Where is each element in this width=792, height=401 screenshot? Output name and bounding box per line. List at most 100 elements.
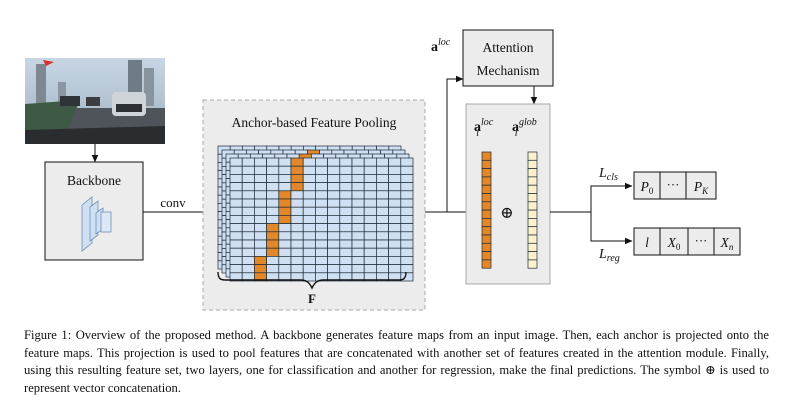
feature-cell xyxy=(388,198,402,208)
feature-cell xyxy=(290,264,304,274)
feature-cell xyxy=(327,198,341,208)
feature-cell xyxy=(351,182,365,192)
feature-cell xyxy=(266,215,280,224)
feature-cell xyxy=(388,264,402,274)
feature-cell xyxy=(376,157,389,167)
feature-cell xyxy=(363,198,377,208)
feature-cell xyxy=(302,231,316,241)
input-image xyxy=(25,58,165,144)
feature-cell xyxy=(229,264,243,274)
feature-cell xyxy=(327,182,341,192)
feature-cell xyxy=(339,174,353,183)
feature-cell xyxy=(327,174,341,183)
feature-cell xyxy=(241,198,255,208)
feature-cell xyxy=(241,239,255,249)
anchor-cell xyxy=(254,256,267,265)
feature-cell xyxy=(278,256,292,265)
feature-cell xyxy=(302,215,316,224)
feature-cell xyxy=(388,182,402,192)
feature-cell xyxy=(376,231,389,241)
feature-cell xyxy=(229,231,243,241)
feature-cell xyxy=(327,256,341,265)
global-vector-cell xyxy=(527,234,538,244)
figure-caption: Figure 1: Overview of the proposed metho… xyxy=(24,328,769,395)
feature-cell xyxy=(278,231,292,241)
cls-cell-1: ··· xyxy=(667,177,680,192)
feature-cell xyxy=(376,182,389,192)
feature-cell xyxy=(376,215,389,224)
feature-cell xyxy=(315,239,328,249)
anchor-cell xyxy=(266,223,280,233)
feature-cell xyxy=(351,223,365,233)
feature-cell xyxy=(302,256,316,265)
feature-cell xyxy=(363,231,377,241)
feature-cell xyxy=(266,206,280,216)
feature-cell xyxy=(229,157,243,167)
feature-cell xyxy=(400,157,414,167)
feature-cell xyxy=(339,256,353,265)
global-feature-vector xyxy=(527,151,538,269)
feature-cell xyxy=(229,165,243,175)
feature-cell xyxy=(376,198,389,208)
global-vector-cell xyxy=(527,259,538,269)
feature-cell xyxy=(241,182,255,192)
feature-cell xyxy=(400,247,414,257)
feature-cell xyxy=(400,239,414,249)
feature-cell xyxy=(376,190,389,200)
feature-cell xyxy=(400,231,414,241)
feature-cell xyxy=(351,157,365,167)
feature-cell xyxy=(363,182,377,192)
feature-cell xyxy=(266,165,280,175)
concat-symbol: ⊕ xyxy=(500,205,513,222)
feature-cell xyxy=(327,215,341,224)
local-vector-cell xyxy=(481,226,492,236)
local-vector-cell xyxy=(481,168,492,178)
feature-cell xyxy=(400,223,414,233)
feature-cell xyxy=(278,165,292,175)
feature-cell xyxy=(351,165,365,175)
feature-cell xyxy=(351,247,365,257)
feature-cell xyxy=(229,215,243,224)
regression-output: l X0 ··· Xn xyxy=(633,227,741,256)
global-vector-cell xyxy=(527,242,538,252)
feature-cell xyxy=(400,198,414,208)
feature-cell xyxy=(241,215,255,224)
feature-cell xyxy=(229,256,243,265)
feature-cell xyxy=(254,165,267,175)
feature-cell xyxy=(388,174,402,183)
feature-cell xyxy=(278,264,292,274)
feature-cell xyxy=(241,223,255,233)
l-reg-label: Lreg xyxy=(598,247,620,264)
feature-cell xyxy=(400,182,414,192)
feature-cell xyxy=(327,247,341,257)
global-vector-cell xyxy=(527,226,538,236)
global-vector-cell xyxy=(527,151,538,161)
feature-cell xyxy=(351,206,365,216)
feature-cell xyxy=(315,231,328,241)
feature-cell xyxy=(229,182,243,192)
feature-cell xyxy=(388,247,402,257)
feature-cell xyxy=(376,206,389,216)
global-vector-cell xyxy=(527,193,538,203)
feature-cell xyxy=(351,239,365,249)
feature-cell xyxy=(315,223,328,233)
backbone-label: Backbone xyxy=(67,173,121,188)
feature-cell xyxy=(290,256,304,265)
feature-cell xyxy=(376,165,389,175)
feature-cell xyxy=(254,157,267,167)
feature-cell xyxy=(302,206,316,216)
anchor-cell xyxy=(278,190,292,200)
feature-cell xyxy=(229,223,243,233)
feature-cell xyxy=(315,174,328,183)
feature-cell xyxy=(241,247,255,257)
feature-cell xyxy=(376,223,389,233)
feature-cell xyxy=(229,247,243,257)
feature-cell xyxy=(363,215,377,224)
feature-cell xyxy=(363,190,377,200)
feature-cell xyxy=(229,174,243,183)
feature-cell xyxy=(302,264,316,274)
feature-cell xyxy=(302,190,316,200)
global-vector-cell xyxy=(527,251,538,261)
